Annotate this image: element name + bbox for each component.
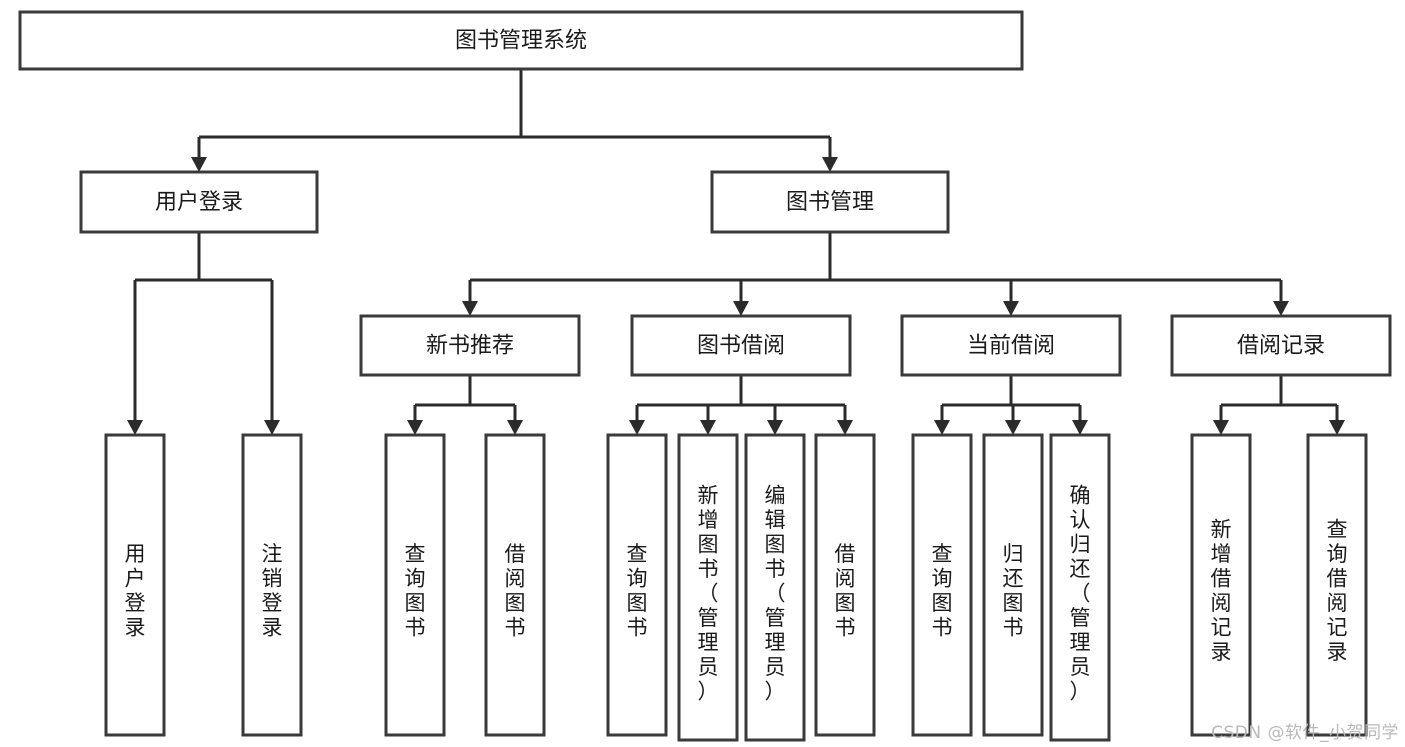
node-leaf-query-book-1[interactable]: 查询图书 (384, 433, 446, 737)
node-label-root: 图书管理系统 (455, 29, 587, 54)
node-label-leaf-query-record: 查询借阅记录 (1327, 518, 1348, 665)
arrow-head-icon (822, 157, 838, 172)
node-label-borrow-record: 借阅记录 (1237, 334, 1325, 359)
node-box-leaf-query-book-2[interactable] (606, 433, 668, 737)
arrow-head-icon (767, 420, 783, 435)
node-book-borrow[interactable]: 图书借阅 (630, 314, 852, 377)
node-label-leaf-edit-book: 编辑图书（管理员） (765, 483, 786, 703)
nodes-layer: 图书管理系统用户登录图书管理新书推荐图书借阅当前借阅借阅记录用户登录注销登录查询… (18, 10, 1392, 742)
node-leaf-user-login[interactable]: 用户登录 (104, 433, 166, 737)
node-label-leaf-user-logout: 注销登录 (262, 542, 283, 640)
edge-group-new-book-rec (407, 375, 523, 435)
node-label-leaf-query-book-3: 查询图书 (932, 542, 953, 640)
node-leaf-edit-book[interactable]: 编辑图书（管理员） (744, 433, 806, 742)
node-leaf-query-record[interactable]: 查询借阅记录 (1306, 433, 1368, 737)
edge-group-book-borrow (629, 375, 853, 435)
node-user-login[interactable]: 用户登录 (79, 170, 319, 234)
node-box-leaf-borrow-book-2[interactable] (814, 433, 876, 737)
node-box-leaf-edit-book[interactable] (744, 433, 806, 742)
arrow-head-icon (837, 420, 853, 435)
node-leaf-user-logout[interactable]: 注销登录 (241, 433, 303, 737)
node-root[interactable]: 图书管理系统 (18, 10, 1024, 71)
node-box-current-borrow[interactable] (900, 314, 1122, 377)
arrow-head-icon (629, 420, 645, 435)
edge-group-book-manage (462, 232, 1289, 316)
node-leaf-add-book[interactable]: 新增图书（管理员） (677, 433, 739, 742)
arrow-head-icon (1072, 420, 1088, 435)
node-box-leaf-add-record[interactable] (1190, 433, 1252, 737)
node-leaf-return-book[interactable]: 归还图书 (982, 433, 1044, 737)
node-leaf-query-book-2[interactable]: 查询图书 (606, 433, 668, 737)
node-label-leaf-user-login: 用户登录 (125, 542, 146, 640)
watermark-text: CSDN @软件_小贺同学 (1211, 723, 1399, 743)
arrow-head-icon (264, 420, 280, 435)
node-label-current-borrow: 当前借阅 (967, 334, 1055, 359)
node-label-book-manage: 图书管理 (786, 190, 874, 215)
arrow-head-icon (1005, 420, 1021, 435)
node-label-leaf-add-book: 新增图书（管理员） (698, 483, 719, 703)
node-label-leaf-confirm-ret: 确认归还（管理员） (1070, 483, 1091, 703)
node-box-leaf-query-book-1[interactable] (384, 433, 446, 737)
arrow-head-icon (1003, 301, 1019, 316)
node-box-book-manage[interactable] (710, 170, 950, 234)
node-leaf-borrow-book-1[interactable]: 借阅图书 (484, 433, 546, 737)
edges-layer (127, 69, 1345, 435)
node-box-leaf-user-login[interactable] (104, 433, 166, 737)
node-label-leaf-add-record: 新增借阅记录 (1211, 518, 1232, 665)
node-current-borrow[interactable]: 当前借阅 (900, 314, 1122, 377)
node-box-leaf-borrow-book-1[interactable] (484, 433, 546, 737)
node-box-user-login[interactable] (79, 170, 319, 234)
node-box-leaf-query-book-3[interactable] (911, 433, 973, 737)
node-new-book-rec[interactable]: 新书推荐 (359, 314, 581, 377)
arrow-head-icon (127, 420, 143, 435)
node-box-leaf-return-book[interactable] (982, 433, 1044, 737)
node-label-leaf-borrow-book-2: 借阅图书 (835, 542, 856, 640)
node-box-leaf-query-record[interactable] (1306, 433, 1368, 737)
node-box-new-book-rec[interactable] (359, 314, 581, 377)
arrow-head-icon (700, 420, 716, 435)
arrow-head-icon (407, 420, 423, 435)
node-box-book-borrow[interactable] (630, 314, 852, 377)
arrow-head-icon (507, 420, 523, 435)
node-book-manage[interactable]: 图书管理 (710, 170, 950, 234)
arrow-head-icon (462, 301, 478, 316)
node-label-leaf-query-book-1: 查询图书 (405, 542, 426, 640)
node-label-leaf-borrow-book-1: 借阅图书 (505, 542, 526, 640)
edge-group-borrow-record (1213, 375, 1345, 435)
node-label-user-login: 用户登录 (155, 190, 243, 215)
node-box-root[interactable] (18, 10, 1024, 71)
node-leaf-query-book-3[interactable]: 查询图书 (911, 433, 973, 737)
node-label-leaf-return-book: 归还图书 (1003, 542, 1024, 640)
edge-group-root (191, 69, 838, 172)
node-leaf-confirm-ret[interactable]: 确认归还（管理员） (1049, 433, 1111, 742)
arrow-head-icon (191, 157, 207, 172)
node-box-leaf-user-logout[interactable] (241, 433, 303, 737)
node-box-leaf-add-book[interactable] (677, 433, 739, 742)
node-leaf-add-record[interactable]: 新增借阅记录 (1190, 433, 1252, 737)
arrow-head-icon (1273, 301, 1289, 316)
node-leaf-borrow-book-2[interactable]: 借阅图书 (814, 433, 876, 737)
edge-group-user-login (127, 232, 280, 435)
node-label-book-borrow: 图书借阅 (697, 334, 785, 359)
node-box-leaf-confirm-ret[interactable] (1049, 433, 1111, 742)
edge-group-current-borrow (934, 375, 1088, 435)
node-label-leaf-query-book-2: 查询图书 (627, 542, 648, 640)
node-borrow-record[interactable]: 借阅记录 (1170, 314, 1392, 377)
arrow-head-icon (1329, 420, 1345, 435)
node-label-new-book-rec: 新书推荐 (426, 334, 514, 359)
arrow-head-icon (1213, 420, 1229, 435)
arrow-head-icon (934, 420, 950, 435)
arrow-head-icon (733, 301, 749, 316)
node-box-borrow-record[interactable] (1170, 314, 1392, 377)
